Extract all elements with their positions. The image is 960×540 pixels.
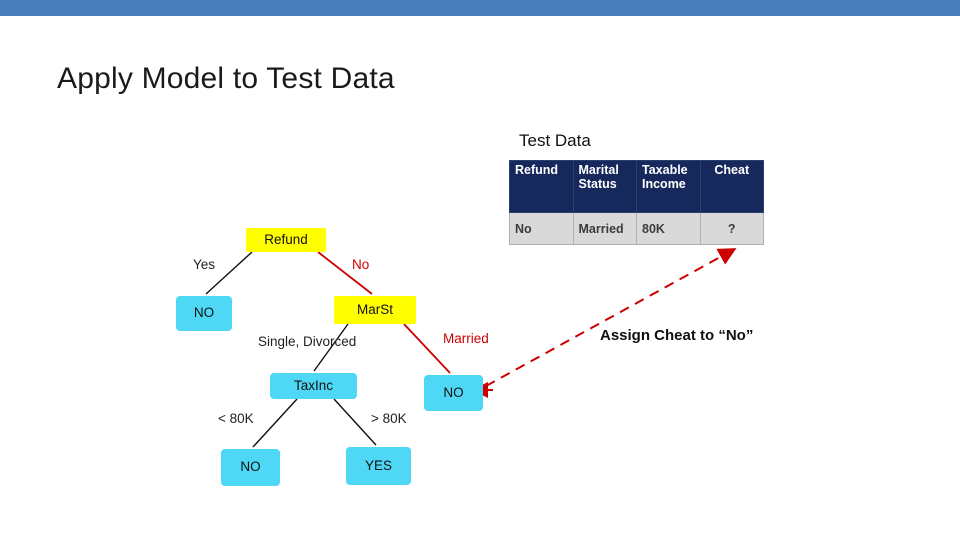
column-header-marital-status: Marital Status xyxy=(572,160,637,213)
test-data-caption: Test Data xyxy=(519,131,591,150)
edge-label-lt-80k: < 80K xyxy=(218,411,254,426)
tree-node-taxinc[interactable]: TaxInc xyxy=(270,373,357,399)
edge-taxinc-no3 xyxy=(252,398,298,448)
tree-node-refund-label: Refund xyxy=(264,231,308,247)
tree-node-no-2-label: NO xyxy=(443,384,464,400)
tree-node-yes[interactable]: YES xyxy=(346,447,411,485)
tree-node-refund[interactable]: Refund xyxy=(246,228,326,252)
edge-label-yes: Yes xyxy=(193,257,216,272)
tree-node-no-3[interactable]: NO xyxy=(221,449,280,486)
column-header-refund: Refund xyxy=(509,160,574,213)
tree-node-taxinc-label: TaxInc xyxy=(293,377,334,393)
cell-taxable-income: 80K xyxy=(636,212,701,245)
tree-node-no-1-label: NO xyxy=(193,305,215,321)
edge-label-married: Married xyxy=(443,331,489,346)
tree-node-no-3-label: NO xyxy=(240,459,261,475)
test-data-table: Refund Marital Status Taxable Income Che… xyxy=(509,160,764,245)
edge-label-no: No xyxy=(352,257,370,272)
top-accent-bar xyxy=(0,0,960,16)
column-header-cheat: Cheat xyxy=(699,160,764,213)
edge-label-gt-80k: > 80K xyxy=(371,411,407,426)
tree-node-marst-label: MarSt xyxy=(356,301,393,317)
tree-node-no-1[interactable]: NO xyxy=(176,296,232,331)
edge-taxinc-yes xyxy=(333,398,377,446)
cell-refund: No xyxy=(509,212,574,245)
edge-label-single-divorced: Single, Divorced xyxy=(258,334,357,349)
tree-node-marst[interactable]: MarSt xyxy=(334,296,416,324)
tree-node-yes-label: YES xyxy=(364,457,392,473)
column-header-taxable-income: Taxable Income xyxy=(636,160,701,213)
assign-path-arrow xyxy=(485,248,737,387)
table-header-row: Refund Marital Status Taxable Income Che… xyxy=(509,160,764,213)
assign-cheat-annotation: Assign Cheat to “No” xyxy=(600,327,754,344)
cell-cheat: ? xyxy=(699,212,764,245)
tree-node-no-2[interactable]: NO xyxy=(424,375,483,411)
table-row: No Married 80K ? xyxy=(509,212,764,245)
page-title: Apply Model to Test Data xyxy=(57,62,395,95)
cell-marital-status: Married xyxy=(572,212,637,245)
